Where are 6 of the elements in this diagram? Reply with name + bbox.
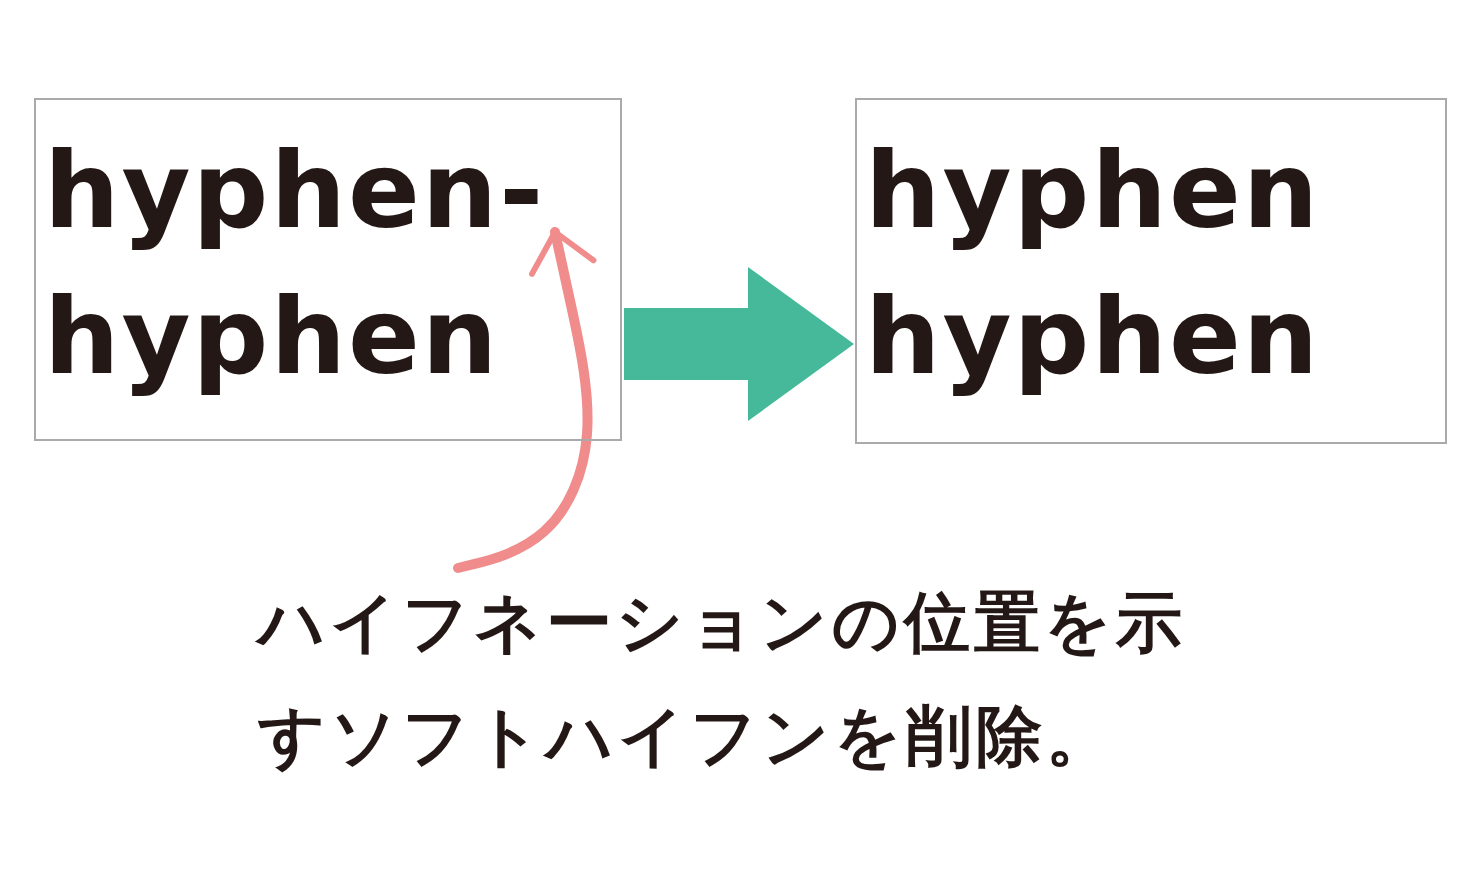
sample-text: hyphen- hyphen (44, 128, 547, 400)
text-frame (855, 98, 1447, 444)
block-arrow (624, 267, 854, 421)
text-frame (34, 98, 622, 441)
curved-arrow (453, 227, 597, 573)
sample-text: hyphen hyphen (865, 128, 1322, 400)
